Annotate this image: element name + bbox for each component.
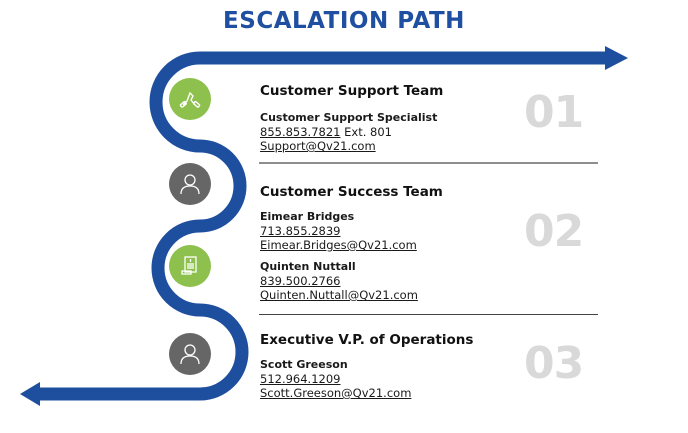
arrow-right-head bbox=[605, 46, 628, 70]
step-number: 01 bbox=[524, 87, 584, 138]
step-number: 03 bbox=[524, 338, 584, 389]
person-icon bbox=[169, 163, 211, 205]
phone-extension: Ext. 801 bbox=[340, 125, 392, 139]
page-title: ESCALATION PATH bbox=[223, 8, 465, 34]
contact-name: Quinten Nuttall bbox=[260, 260, 356, 273]
contact-card: Quinten Nuttall 839.500.2766 Quinten.Nut… bbox=[260, 260, 443, 302]
email-link[interactable]: Quinten.Nuttall@Qv21.com bbox=[260, 288, 418, 302]
step-number: 02 bbox=[524, 206, 584, 257]
contact-card: Scott Greeson 512.964.1209 Scott.Greeson… bbox=[260, 358, 473, 400]
person-icon bbox=[169, 333, 211, 375]
contact-card: Eimear Bridges 713.855.2839 Eimear.Bridg… bbox=[260, 210, 443, 252]
step-customer-support: Customer Support Team Customer Support S… bbox=[260, 83, 443, 153]
contact-name: Scott Greeson bbox=[260, 358, 348, 371]
divider bbox=[259, 314, 598, 315]
step-title: Customer Success Team bbox=[260, 184, 443, 200]
step-title: Customer Support Team bbox=[260, 83, 444, 99]
divider bbox=[259, 162, 598, 164]
arrow-left-head bbox=[20, 382, 40, 406]
contact-name: Customer Support Specialist bbox=[260, 111, 438, 124]
step-customer-success: Customer Success Team Eimear Bridges 713… bbox=[260, 184, 443, 302]
contact-name: Eimear Bridges bbox=[260, 210, 355, 223]
contact-card: Customer Support Specialist 855.853.7821… bbox=[260, 111, 443, 153]
phone-link[interactable]: 839.500.2766 bbox=[260, 274, 341, 288]
email-link[interactable]: Scott.Greeson@Qv21.com bbox=[260, 386, 412, 400]
step-executive-vp: Executive V.P. of Operations Scott Grees… bbox=[260, 332, 473, 400]
email-link[interactable]: Eimear.Bridges@Qv21.com bbox=[260, 238, 417, 252]
handshake-icon bbox=[169, 78, 211, 120]
phone-link[interactable]: 855.853.7821 bbox=[260, 125, 341, 139]
phone-link[interactable]: 713.855.2839 bbox=[260, 224, 341, 238]
step-title: Executive V.P. of Operations bbox=[260, 332, 474, 348]
phone-link[interactable]: 512.964.1209 bbox=[260, 372, 341, 386]
document-icon bbox=[169, 245, 211, 287]
email-link[interactable]: Support@Qv21.com bbox=[260, 139, 376, 153]
